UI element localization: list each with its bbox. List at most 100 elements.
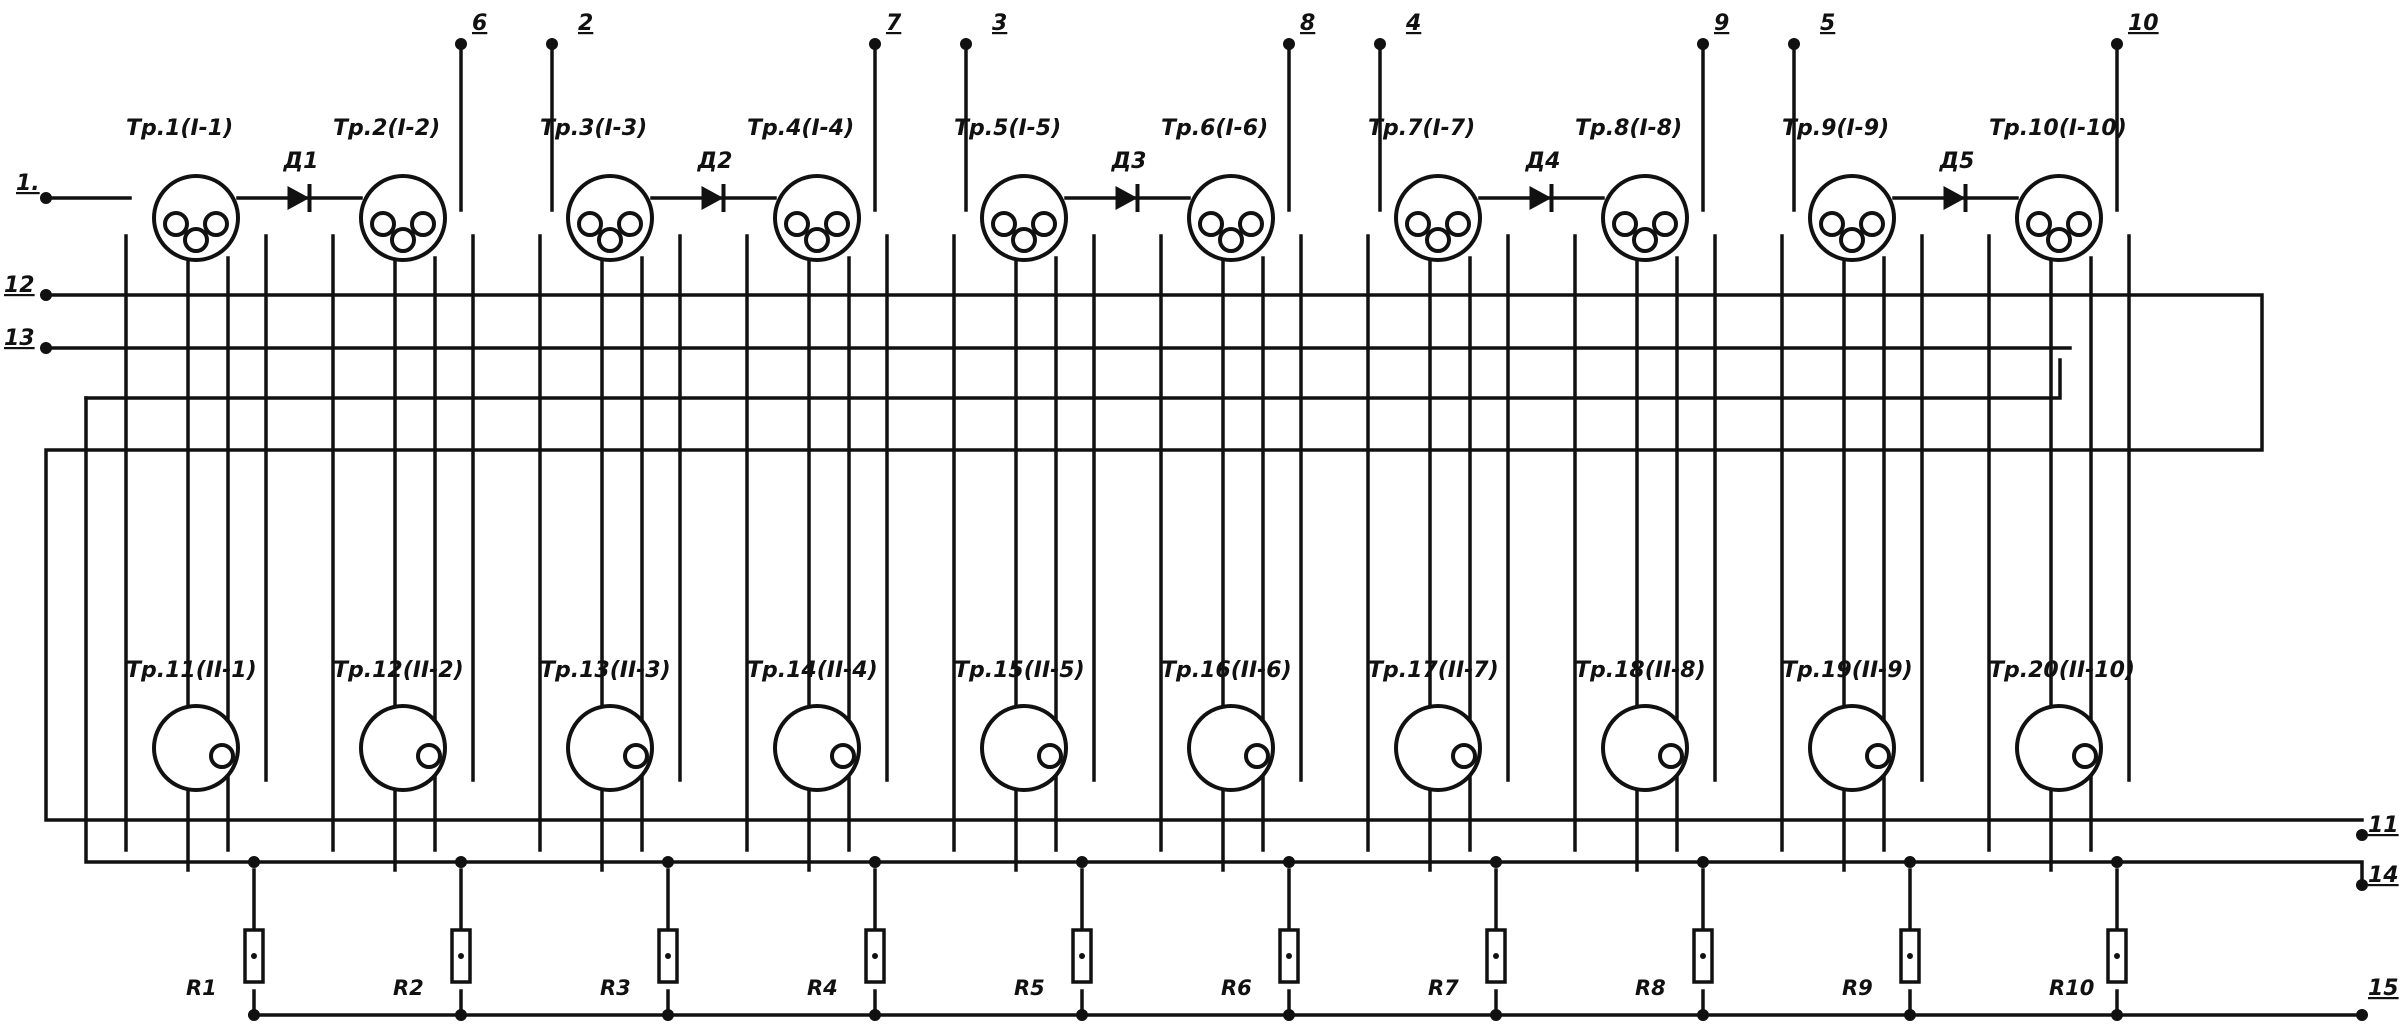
resistor-label-1: R1 — [186, 976, 217, 1000]
top-core-window — [1819, 211, 1845, 237]
diode-5 — [1943, 186, 1966, 210]
input-terminal-dot — [960, 38, 972, 50]
output-terminal-dot — [869, 38, 881, 50]
top-core-window — [1425, 227, 1451, 253]
top-core-window — [183, 227, 209, 253]
resistor-mark — [665, 953, 671, 959]
input-terminal-dot — [1788, 38, 1800, 50]
junction-dot — [1697, 856, 1709, 868]
resistor-mark — [1493, 953, 1499, 959]
top-core-2 — [359, 174, 447, 262]
output-terminal-dot — [1283, 38, 1295, 50]
transformer-label-2: Тр.2(I-2) — [333, 116, 440, 141]
diode-label-3: Д3 — [1111, 149, 1147, 174]
output-terminal-dot — [455, 38, 467, 50]
transformer-label-9: Тр.9(I-9) — [1782, 116, 1889, 141]
top-core-window — [2026, 211, 2052, 237]
top-core-window — [2046, 227, 2072, 253]
junction-dot — [455, 856, 467, 868]
resistors — [243, 928, 2128, 984]
bottom-core-window — [830, 743, 856, 769]
bottom-core-window — [1037, 743, 1063, 769]
output-terminal-dot — [2111, 38, 2123, 50]
resistor-mark — [1700, 953, 1706, 959]
top-core-window — [1839, 227, 1865, 253]
bottom-core-5 — [980, 704, 1068, 792]
junction-dot — [662, 1009, 674, 1021]
diode-label-2: Д2 — [697, 149, 733, 174]
junction-dot — [2111, 1009, 2123, 1021]
junction-dot — [1697, 1009, 1709, 1021]
junction-dot — [1904, 856, 1916, 868]
bottom-core-window — [2072, 743, 2098, 769]
top-core-1 — [152, 174, 240, 262]
bus-13-return — [84, 358, 2062, 400]
top-core-7 — [1394, 174, 1482, 262]
junction-dot — [2111, 856, 2123, 868]
junction-dot — [662, 856, 674, 868]
top-core-window — [1198, 211, 1224, 237]
top-core-6 — [1187, 174, 1275, 262]
terminal-label-13: 13 — [4, 326, 35, 351]
terminal-label-9: 9 — [1714, 11, 1729, 36]
top-core-window — [1405, 211, 1431, 237]
resistor-mark — [1286, 953, 1292, 959]
top-core-window — [1632, 227, 1658, 253]
diode-label-4: Д4 — [1525, 149, 1561, 174]
terminal-12-dot — [40, 289, 52, 301]
terminal-label-14: 14 — [2368, 863, 2399, 888]
resistor-mark — [1079, 953, 1085, 959]
top-core-window — [617, 211, 643, 237]
top-core-window — [577, 211, 603, 237]
transformer-cores — [152, 174, 2103, 792]
transformer-label-15: Тр.15(II-5) — [954, 658, 1085, 683]
transformer-label-17: Тр.17(II-7) — [1368, 658, 1499, 683]
terminal-label-10: 10 — [2128, 11, 2159, 36]
top-core-10 — [2015, 174, 2103, 262]
top-core-8 — [1601, 174, 1689, 262]
top-core-9 — [1808, 174, 1896, 262]
top-core-window — [1031, 211, 1057, 237]
bottom-core-3 — [566, 704, 654, 792]
junction-dot — [248, 1009, 260, 1021]
transformer-label-3: Тр.3(I-3) — [540, 116, 647, 141]
top-core-window — [1652, 211, 1678, 237]
top-core-window — [784, 211, 810, 237]
transformer-label-10: Тр.10(I-10) — [1989, 116, 2127, 141]
transformer-label-6: Тр.6(I-6) — [1161, 116, 1268, 141]
top-core-5 — [980, 174, 1068, 262]
bottom-core-window — [1244, 743, 1270, 769]
diode-4 — [1529, 186, 1552, 210]
resistor-label-4: R4 — [807, 976, 838, 1000]
top-core-window — [597, 227, 623, 253]
terminal-label-15: 15 — [2368, 976, 2399, 1001]
labels: R1Тр.1(I-1)Тр.11(II-1)R2Тр.2(I-2)Тр.12(I… — [126, 116, 2135, 1000]
bottom-core-2 — [359, 704, 447, 792]
bottom-core-6 — [1187, 704, 1275, 792]
terminal-label-7: 7 — [886, 11, 902, 36]
terminal-label-6: 6 — [472, 11, 487, 36]
terminal-1-dot — [40, 192, 52, 204]
transformer-label-5: Тр.5(I-5) — [954, 116, 1061, 141]
top-core-window — [1859, 211, 1885, 237]
junction-dot — [1490, 1009, 1502, 1021]
resistor-label-9: R9 — [1842, 976, 1873, 1000]
top-core-window — [163, 211, 189, 237]
bottom-core-window — [1451, 743, 1477, 769]
top-core-3 — [566, 174, 654, 262]
resistor-mark — [872, 953, 878, 959]
resistor-label-3: R3 — [600, 976, 631, 1000]
junction-dot — [869, 856, 881, 868]
terminal-15-dot — [2356, 1009, 2368, 1021]
top-core-window — [1218, 227, 1244, 253]
transformer-label-20: Тр.20(II-10) — [1989, 658, 2135, 683]
top-core-window — [203, 211, 229, 237]
bottom-core-1 — [152, 704, 240, 792]
terminal-13-dot — [40, 342, 52, 354]
resistor-label-8: R8 — [1635, 976, 1666, 1000]
transformer-label-4: Тр.4(I-4) — [747, 116, 854, 141]
junction-dot — [1076, 856, 1088, 868]
transformer-label-7: Тр.7(I-7) — [1368, 116, 1475, 141]
top-core-window — [370, 211, 396, 237]
